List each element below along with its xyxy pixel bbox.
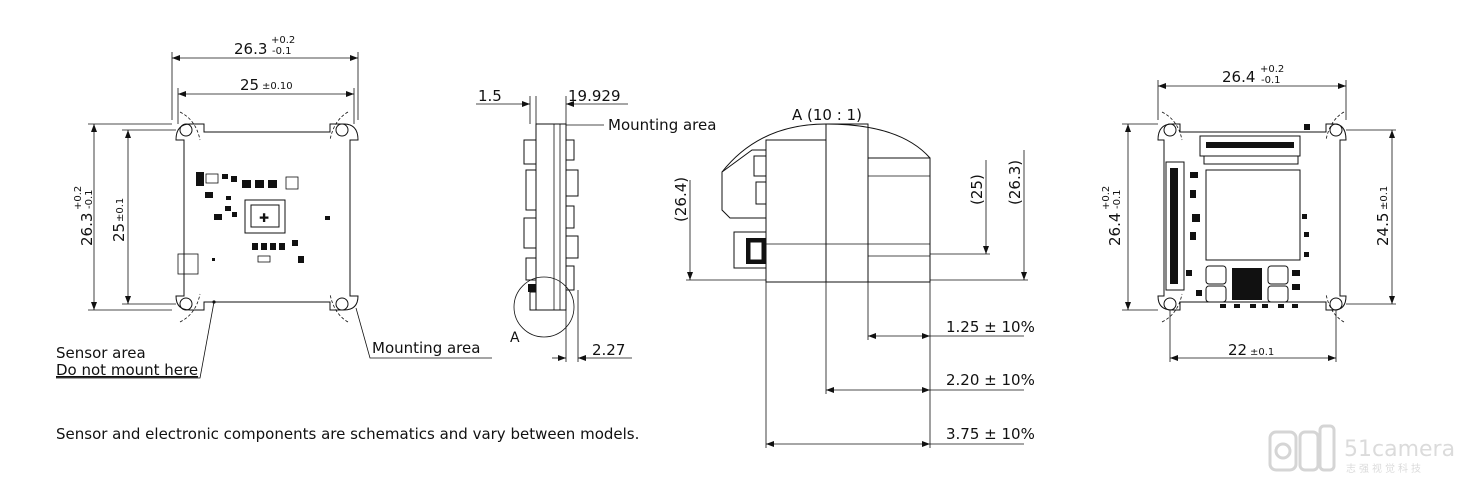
mounting-hole-tr <box>335 123 349 137</box>
front-view: ✚ 26.3 +0.2 -0.1 25 ±0.10 <box>56 35 492 379</box>
detail-dim-264: (26.4) <box>672 177 690 222</box>
front-components: ✚ <box>177 172 330 275</box>
detail-title: A (10 : 1) <box>792 106 862 124</box>
back-view: 26.4 +0.2 -0.1 22 ±0.1 26.4 +0.2 -0.1 24… <box>1101 64 1396 362</box>
watermark-logo: 51camera 志强视觉科技 <box>1268 424 1455 475</box>
detail-circle-a <box>513 276 575 338</box>
back-height-tol-plus: +0.2 <box>1101 186 1112 210</box>
watermark-tagline: 志强视觉科技 <box>1346 462 1424 475</box>
detail-dim-220: 2.20 ± 10% <box>946 371 1035 389</box>
svg-text:✚: ✚ <box>259 211 269 225</box>
detail-dim-375: 3.75 ± 10% <box>946 425 1035 443</box>
front-height-total: 26.3 <box>78 213 96 246</box>
detail-dim-125: 1.25 ± 10% <box>946 318 1035 336</box>
mounting-hole-bl <box>179 297 193 311</box>
back-hole-bl <box>1163 297 1177 311</box>
back-height-total: 26.4 <box>1106 213 1124 246</box>
front-width-tol-minus: -0.1 <box>272 46 292 57</box>
back-height-holes-tol: ±0.1 <box>1379 186 1390 210</box>
do-not-mount-label: Do not mount here <box>56 361 198 379</box>
front-width-holes: 25 <box>240 76 259 94</box>
back-width-tol-plus: +0.2 <box>1260 64 1284 75</box>
back-width-holes-tol: ±0.1 <box>1250 347 1274 358</box>
side-dim-lens: 2.27 <box>592 341 625 359</box>
back-height-holes: 24.5 <box>1374 213 1392 246</box>
front-mounting-area-label: Mounting area <box>372 339 480 357</box>
back-width-tol-minus: -0.1 <box>1261 75 1281 86</box>
processor-chip <box>1205 169 1301 261</box>
back-hole-tl <box>1163 123 1177 137</box>
side-dim-thickness: 1.5 <box>478 87 502 105</box>
front-width-holes-tol: ±0.10 <box>262 81 293 92</box>
sensor-area-pad <box>177 253 199 275</box>
back-hole-tr <box>1329 123 1343 137</box>
back-width-total: 26.4 <box>1222 68 1255 86</box>
mounting-hole-tl <box>179 123 193 137</box>
front-height-tol-minus: -0.1 <box>84 189 95 209</box>
mounting-hole-br <box>335 297 349 311</box>
image-sensor <box>244 199 286 234</box>
front-height-holes: 25 <box>110 223 128 242</box>
detail-view: A (10 : 1) (26.4) (25) <box>672 106 1035 448</box>
detail-marker-a: A <box>510 330 520 346</box>
footnote: Sensor and electronic components are sch… <box>56 425 639 443</box>
front-width-total: 26.3 <box>234 40 267 58</box>
front-height-holes-tol: ±0.1 <box>115 198 126 222</box>
front-width-tol-plus: +0.2 <box>271 35 295 46</box>
side-dim-depth: 19.929 <box>568 87 621 105</box>
watermark-brand: 51camera <box>1344 437 1455 462</box>
back-width-holes: 22 <box>1228 341 1247 359</box>
detail-dim-25: (25) <box>968 174 986 205</box>
detail-dim-263: (26.3) <box>1006 160 1024 205</box>
side-view: A 1.5 19.929 Mounting area 2.27 <box>476 87 716 362</box>
side-board <box>535 123 567 311</box>
side-mounting-area-label: Mounting area <box>608 116 716 134</box>
sensor-area-label: Sensor area <box>56 344 146 362</box>
side-connector <box>1165 161 1185 291</box>
back-hole-br <box>1329 297 1343 311</box>
front-height-tol-plus: +0.2 <box>73 186 84 210</box>
back-height-tol-minus: -0.1 <box>1112 189 1123 209</box>
